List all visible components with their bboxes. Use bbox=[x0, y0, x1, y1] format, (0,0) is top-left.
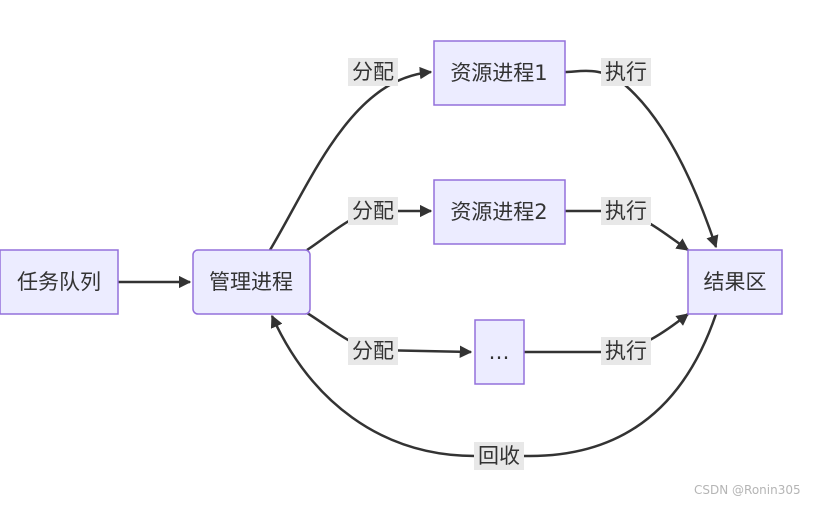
svg-text:执行: 执行 bbox=[605, 199, 647, 223]
node-manager-process: 管理进程 bbox=[192, 249, 311, 315]
svg-text:…: … bbox=[489, 340, 510, 364]
node-resource-process-2: 资源进程2 bbox=[433, 179, 566, 245]
edge-label-assign-3: 分配 bbox=[348, 337, 398, 365]
svg-text:分配: 分配 bbox=[352, 60, 394, 84]
svg-text:资源进程2: 资源进程2 bbox=[450, 200, 547, 224]
edge-label-exec-2: 执行 bbox=[601, 197, 651, 225]
node-task-queue: 任务队列 bbox=[0, 249, 119, 315]
edge-label-assign-2: 分配 bbox=[348, 197, 398, 225]
svg-text:执行: 执行 bbox=[605, 60, 647, 84]
svg-text:分配: 分配 bbox=[352, 199, 394, 223]
edge-label-assign-1: 分配 bbox=[348, 58, 398, 86]
svg-text:管理进程: 管理进程 bbox=[209, 270, 293, 294]
svg-text:执行: 执行 bbox=[605, 339, 647, 363]
edge-res1-to-result bbox=[564, 69, 719, 249]
edge-label-exec-1: 执行 bbox=[601, 58, 651, 86]
edge-label-recycle: 回收 bbox=[474, 442, 524, 470]
svg-text:结果区: 结果区 bbox=[704, 270, 767, 294]
edge-label-exec-3: 执行 bbox=[601, 337, 651, 365]
edge-manager-to-res1 bbox=[268, 66, 433, 251]
svg-text:分配: 分配 bbox=[352, 339, 394, 363]
node-resource-process-more: … bbox=[474, 319, 525, 385]
svg-text:资源进程1: 资源进程1 bbox=[450, 61, 547, 85]
svg-text:任务队列: 任务队列 bbox=[17, 270, 101, 294]
node-result-area: 结果区 bbox=[687, 249, 783, 315]
watermark: CSDN @Ronin305 bbox=[694, 483, 801, 497]
svg-text:回收: 回收 bbox=[478, 444, 520, 468]
node-resource-process-1: 资源进程1 bbox=[433, 40, 566, 106]
